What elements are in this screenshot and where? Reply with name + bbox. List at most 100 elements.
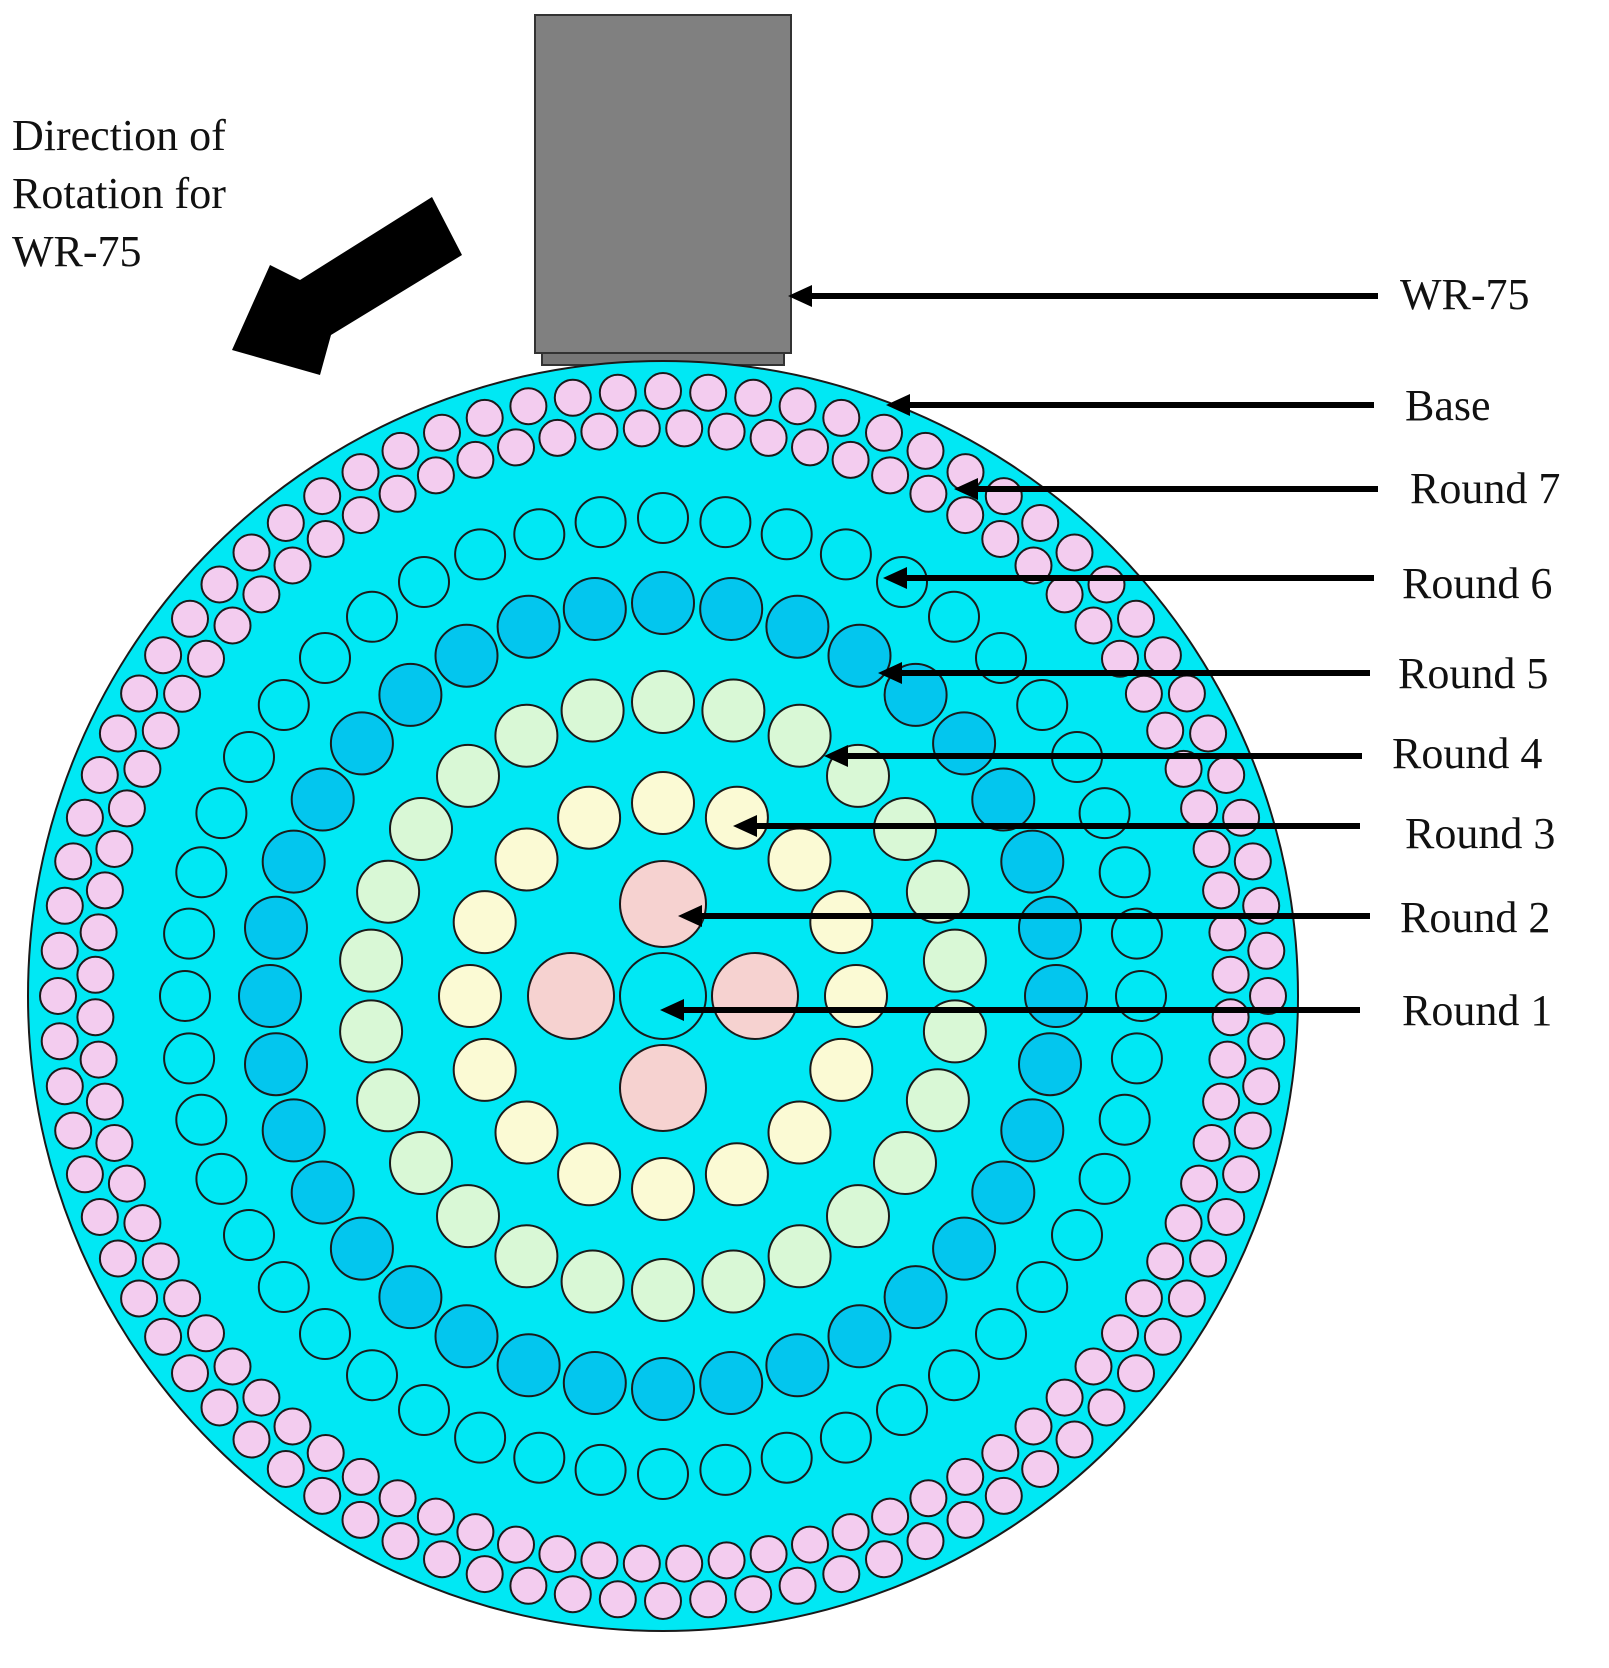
round6-circle [346, 1349, 398, 1402]
round4-circle [631, 670, 695, 734]
round2-circle [711, 952, 799, 1040]
round1-label: Round 1 [1402, 986, 1552, 1035]
round7-circle [1247, 1022, 1286, 1061]
round7-circle [871, 456, 910, 495]
round7-circle [778, 1566, 817, 1605]
round7-circle [54, 842, 93, 881]
round4-circle [389, 797, 453, 861]
round7-circle [1211, 955, 1250, 994]
round5-circle [932, 711, 997, 776]
round7-circle [946, 1457, 985, 1496]
round7-circle [1208, 913, 1247, 952]
wr75-block [534, 14, 792, 366]
wr75-callout: WR-75 [788, 270, 1530, 319]
round7-circle [749, 1535, 788, 1574]
round7-circle [1101, 639, 1139, 678]
round7-circle [580, 412, 619, 451]
round7-circle [76, 998, 115, 1037]
round7-circle [378, 1479, 417, 1518]
round3-circle [557, 1142, 622, 1207]
round7-circle [163, 674, 202, 713]
round7-circle [65, 798, 104, 837]
round7-circle [266, 1450, 305, 1488]
round7-circle [1222, 1155, 1261, 1194]
round7-circle [465, 1555, 504, 1594]
round7-circle [171, 599, 209, 638]
round7-circle [644, 372, 682, 410]
round5-circle [378, 662, 443, 727]
round7-circle [778, 387, 817, 426]
round7-circle [232, 533, 271, 572]
round6-callout: Round 6 [883, 559, 1552, 608]
round6-circle [928, 1349, 980, 1402]
round7-circle [306, 1434, 345, 1472]
round3-circle [809, 890, 874, 955]
round4-circle [436, 743, 500, 808]
round2-circle [527, 952, 615, 1040]
round7-circle [1202, 1082, 1241, 1121]
round7-circle [141, 1242, 180, 1281]
round6-circle [223, 731, 275, 783]
round4-circle [560, 678, 625, 743]
round5-circle [290, 767, 355, 832]
round7-circle [1222, 798, 1261, 837]
round7-circle [1014, 1407, 1053, 1446]
round7-circle [213, 606, 252, 645]
round6-circle [346, 590, 398, 643]
rotation-direction-arrow [232, 197, 462, 375]
round4-circle [767, 703, 832, 768]
round7-circle [1207, 1198, 1246, 1236]
round7-circle [381, 1522, 420, 1561]
round3-circle [452, 890, 517, 955]
round5-circle [434, 623, 499, 688]
wr75-body [534, 14, 792, 354]
round6-circle [159, 970, 211, 1022]
round7-circle [906, 431, 945, 470]
wr75-label: WR-75 [1400, 270, 1530, 319]
round7-circle [273, 1407, 312, 1446]
round3-label: Round 3 [1405, 809, 1555, 858]
round7-circle [1055, 1420, 1094, 1459]
round7-circle [665, 409, 704, 448]
round7-circle [456, 1513, 495, 1552]
round6-circle [699, 496, 752, 549]
round7-circle [85, 871, 124, 910]
round3-circle [767, 827, 832, 892]
round7-circle [171, 1354, 209, 1393]
round5-circle [434, 1304, 499, 1369]
round7-circle [1045, 575, 1084, 614]
round7-circle [946, 496, 985, 535]
round7-callout: Round 7 [954, 464, 1560, 513]
round4-circle [631, 1258, 695, 1322]
round7-circle [39, 977, 77, 1015]
round7-circle [946, 1500, 985, 1539]
round6-label: Round 6 [1402, 559, 1552, 608]
round3-circle [704, 785, 769, 850]
round3-callout: Round 3 [733, 809, 1555, 858]
round7-circle [689, 373, 728, 412]
round6-circle [637, 492, 689, 544]
round7-circle [665, 1544, 704, 1583]
round7-circle [123, 1204, 162, 1243]
round5-circle [329, 711, 394, 776]
rotation-label-line-1: Direction of [12, 111, 226, 160]
round5-circle [562, 577, 627, 641]
round6-circle [1051, 1209, 1103, 1261]
round4-circle [826, 1184, 890, 1249]
round5-circle [932, 1216, 997, 1281]
round3-circle [809, 1037, 874, 1102]
round4-circle [873, 1131, 937, 1195]
round4-label: Round 4 [1392, 729, 1542, 778]
round3-circle [631, 1157, 695, 1221]
round5-circle [1000, 829, 1065, 894]
round4-circle [922, 999, 987, 1064]
round6-circle [760, 508, 813, 561]
round7-circle [378, 474, 417, 513]
round7-circle [200, 1388, 239, 1427]
round6-circle [1016, 1261, 1069, 1313]
round7-circle [1021, 1450, 1060, 1488]
round7-circle [622, 1544, 661, 1583]
round5-circle [699, 1351, 764, 1415]
round7-circle [707, 1541, 746, 1580]
